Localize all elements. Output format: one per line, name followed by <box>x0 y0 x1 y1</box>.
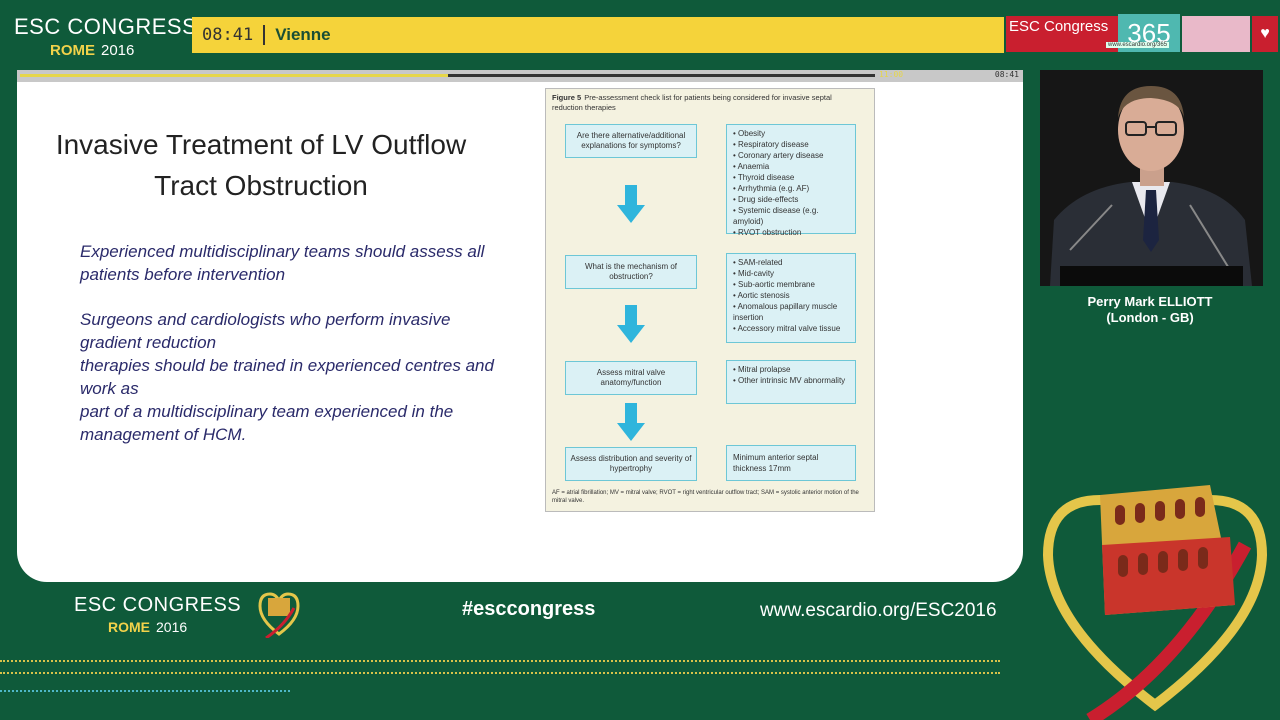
speaker-video <box>1040 70 1263 286</box>
answer-item: SAM-related <box>733 257 849 268</box>
speaker-caption: Perry Mark ELLIOTT (London - GB) <box>1040 294 1260 326</box>
answer-item: Anomalous papillary muscle insertion <box>733 301 849 323</box>
flow-answer-1: ObesityRespiratory diseaseCoronary arter… <box>726 124 856 237</box>
answer-item: Accessory mitral valve tissue <box>733 323 849 334</box>
answer-list-1: ObesityRespiratory diseaseCoronary arter… <box>733 128 849 238</box>
small-colosseum-icon <box>258 592 300 638</box>
answer-item: Mitral prolapse <box>733 364 849 375</box>
flow-answer-3: Mitral prolapseOther intrinsic MV abnorm… <box>726 360 856 404</box>
slide-title: Invasive Treatment of LV Outflow Tract O… <box>55 129 467 201</box>
footer-logo-year: 2016 <box>156 619 188 635</box>
answer-item: Thyroid disease <box>733 172 849 183</box>
answer-item: Coronary artery disease <box>733 150 849 161</box>
decorative-border-teal <box>0 690 290 692</box>
footer-esc-logo: ESC CONGRESS ROME 2016 <box>74 594 241 635</box>
room-name: Vienne <box>275 25 331 44</box>
clock-time: 08:41 <box>202 25 266 45</box>
footer-url: www.escardio.org/ESC2016 <box>760 600 997 621</box>
heart-icon: ♥ <box>1252 16 1278 52</box>
logo-year: 2016 <box>101 42 135 59</box>
figure-footnote: AF = atrial fibrillation; MV = mitral va… <box>552 490 859 504</box>
answer-item: RVOT obstruction <box>733 227 849 238</box>
presentation-slide: 11:00 08:41 Invasive Treatment of LV Out… <box>17 70 1023 582</box>
speaker-name: Perry Mark ELLIOTT <box>1087 294 1213 309</box>
progress-end-time: 11:00 <box>879 70 904 79</box>
slide-paragraph-1: Experienced multidisciplinary teams shou… <box>80 242 485 284</box>
esc365-url: www.escardio.org/365 <box>1106 42 1170 48</box>
answer-item: Drug side-effects <box>733 194 849 205</box>
answer-item: Other intrinsic MV abnormality <box>733 375 849 386</box>
esc365-banner: ESC Congress 365 www.escardio.org/365 <box>1006 14 1180 52</box>
footer-logo-city: ROME <box>108 619 150 635</box>
esc-congress-logo: ESC CONGRESS ROME 2016 <box>14 14 197 59</box>
progress-fill <box>20 74 448 77</box>
flow-question-2: What is the mechanism of obstruction? <box>565 255 697 289</box>
decorative-block <box>1182 16 1250 52</box>
esc365-label: ESC Congress <box>1009 18 1109 35</box>
flow-question-1: Are there alternative/additional explana… <box>565 124 697 158</box>
logo-city: ROME <box>50 42 95 59</box>
speaker-location: (London - GB) <box>1106 310 1194 325</box>
progress-track <box>20 74 875 77</box>
speaker-photo <box>1040 70 1263 286</box>
flow-question-4: Assess distribution and severity of hype… <box>565 447 697 481</box>
figure-caption-text: Pre-assessment check list for patients b… <box>552 93 832 112</box>
decorative-border <box>0 660 1000 674</box>
answer-item: Sub-aortic membrane <box>733 279 849 290</box>
footer-logo-title: ESC CONGRESS <box>74 594 242 616</box>
session-progress-bar: 11:00 08:41 <box>17 70 1023 82</box>
figure-label: Figure 5 <box>552 93 582 102</box>
progress-current-time: 08:41 <box>994 70 1019 79</box>
answer-item: Arrhythmia (e.g. AF) <box>733 183 849 194</box>
answer-item: Mid-cavity <box>733 268 849 279</box>
answer-item: Aortic stenosis <box>733 290 849 301</box>
answer-list-3: Mitral prolapseOther intrinsic MV abnorm… <box>733 364 849 386</box>
session-info-bar: 08:41 Vienne <box>192 17 1004 53</box>
answer-item: Anaemia <box>733 161 849 172</box>
flow-question-3: Assess mitral valve anatomy/function <box>565 361 697 395</box>
flow-answer-2: SAM-relatedMid-cavitySub-aortic membrane… <box>726 253 856 343</box>
slide-paragraph-2: Surgeons and cardiologists who perform i… <box>80 310 494 444</box>
colosseum-heart-logo <box>1042 485 1268 720</box>
logo-subtitle: ROME 2016 <box>50 42 197 59</box>
footer-logo-subtitle: ROME 2016 <box>108 619 241 635</box>
hashtag: #esccongress <box>462 598 596 620</box>
down-arrow-icon <box>617 185 645 223</box>
answer-item: Systemic disease (e.g. amyloid) <box>733 205 849 227</box>
down-arrow-icon <box>617 403 645 441</box>
answer-item: Respiratory disease <box>733 139 849 150</box>
flow-answer-4: Minimum anterior septal thickness 17mm <box>726 445 856 481</box>
slide-body: Experienced multidisciplinary teams shou… <box>80 240 510 468</box>
answer-item: Obesity <box>733 128 849 139</box>
answer-list-2: SAM-relatedMid-cavitySub-aortic membrane… <box>733 257 849 334</box>
down-arrow-icon <box>617 305 645 343</box>
logo-title: ESC CONGRESS <box>14 14 198 39</box>
top-bar: ESC CONGRESS ROME 2016 08:41 Vienne ESC C… <box>0 0 1280 70</box>
